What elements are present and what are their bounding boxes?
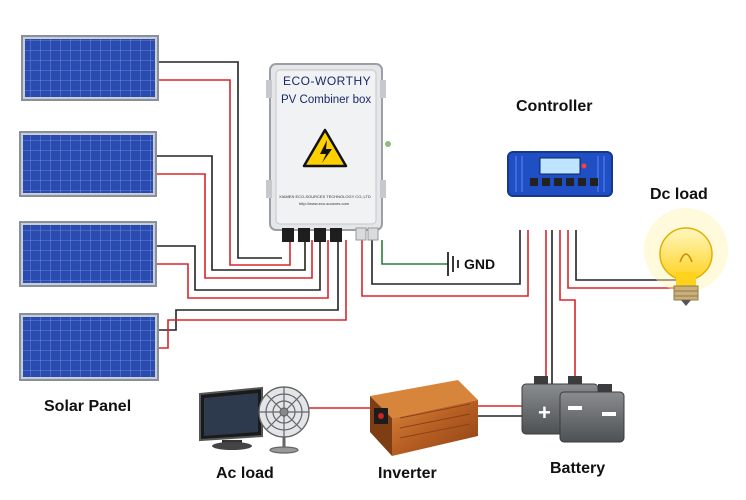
light-bulb-icon xyxy=(644,208,728,306)
charge-controller-icon xyxy=(507,151,613,197)
fan-icon xyxy=(258,386,310,454)
label-ac-load: Ac load xyxy=(216,465,274,482)
monitor-icon xyxy=(199,386,263,450)
ground-symbol-icon xyxy=(447,252,459,276)
solar-panel-4 xyxy=(19,313,159,381)
output-wires xyxy=(308,230,691,417)
label-controller: Controller xyxy=(516,98,593,115)
svg-text:+: + xyxy=(538,400,551,425)
panel-wires xyxy=(156,61,347,349)
label-battery: Battery xyxy=(550,460,606,477)
label-inverter: Inverter xyxy=(378,465,437,482)
inverter-icon xyxy=(370,380,478,456)
solar-panel-1 xyxy=(21,35,159,101)
label-gnd: GND xyxy=(464,256,496,272)
label-solar-panel: Solar Panel xyxy=(44,398,132,415)
label-dc-load: Dc load xyxy=(650,186,708,203)
combiner-maker: XIAMEN ECO-SOURCES TECHNOLOGY CO.,LTD xyxy=(279,194,371,199)
solar-panel-2 xyxy=(19,131,157,197)
solar-panel-3 xyxy=(19,221,157,287)
battery-icon: + xyxy=(521,376,625,443)
combiner-title: PV Combiner box xyxy=(281,94,372,106)
high-voltage-warning-icon xyxy=(302,128,348,168)
combiner-brand: ECO-WORTHY xyxy=(283,74,372,88)
combiner-website: http://www.eco-sources.com xyxy=(299,201,350,206)
